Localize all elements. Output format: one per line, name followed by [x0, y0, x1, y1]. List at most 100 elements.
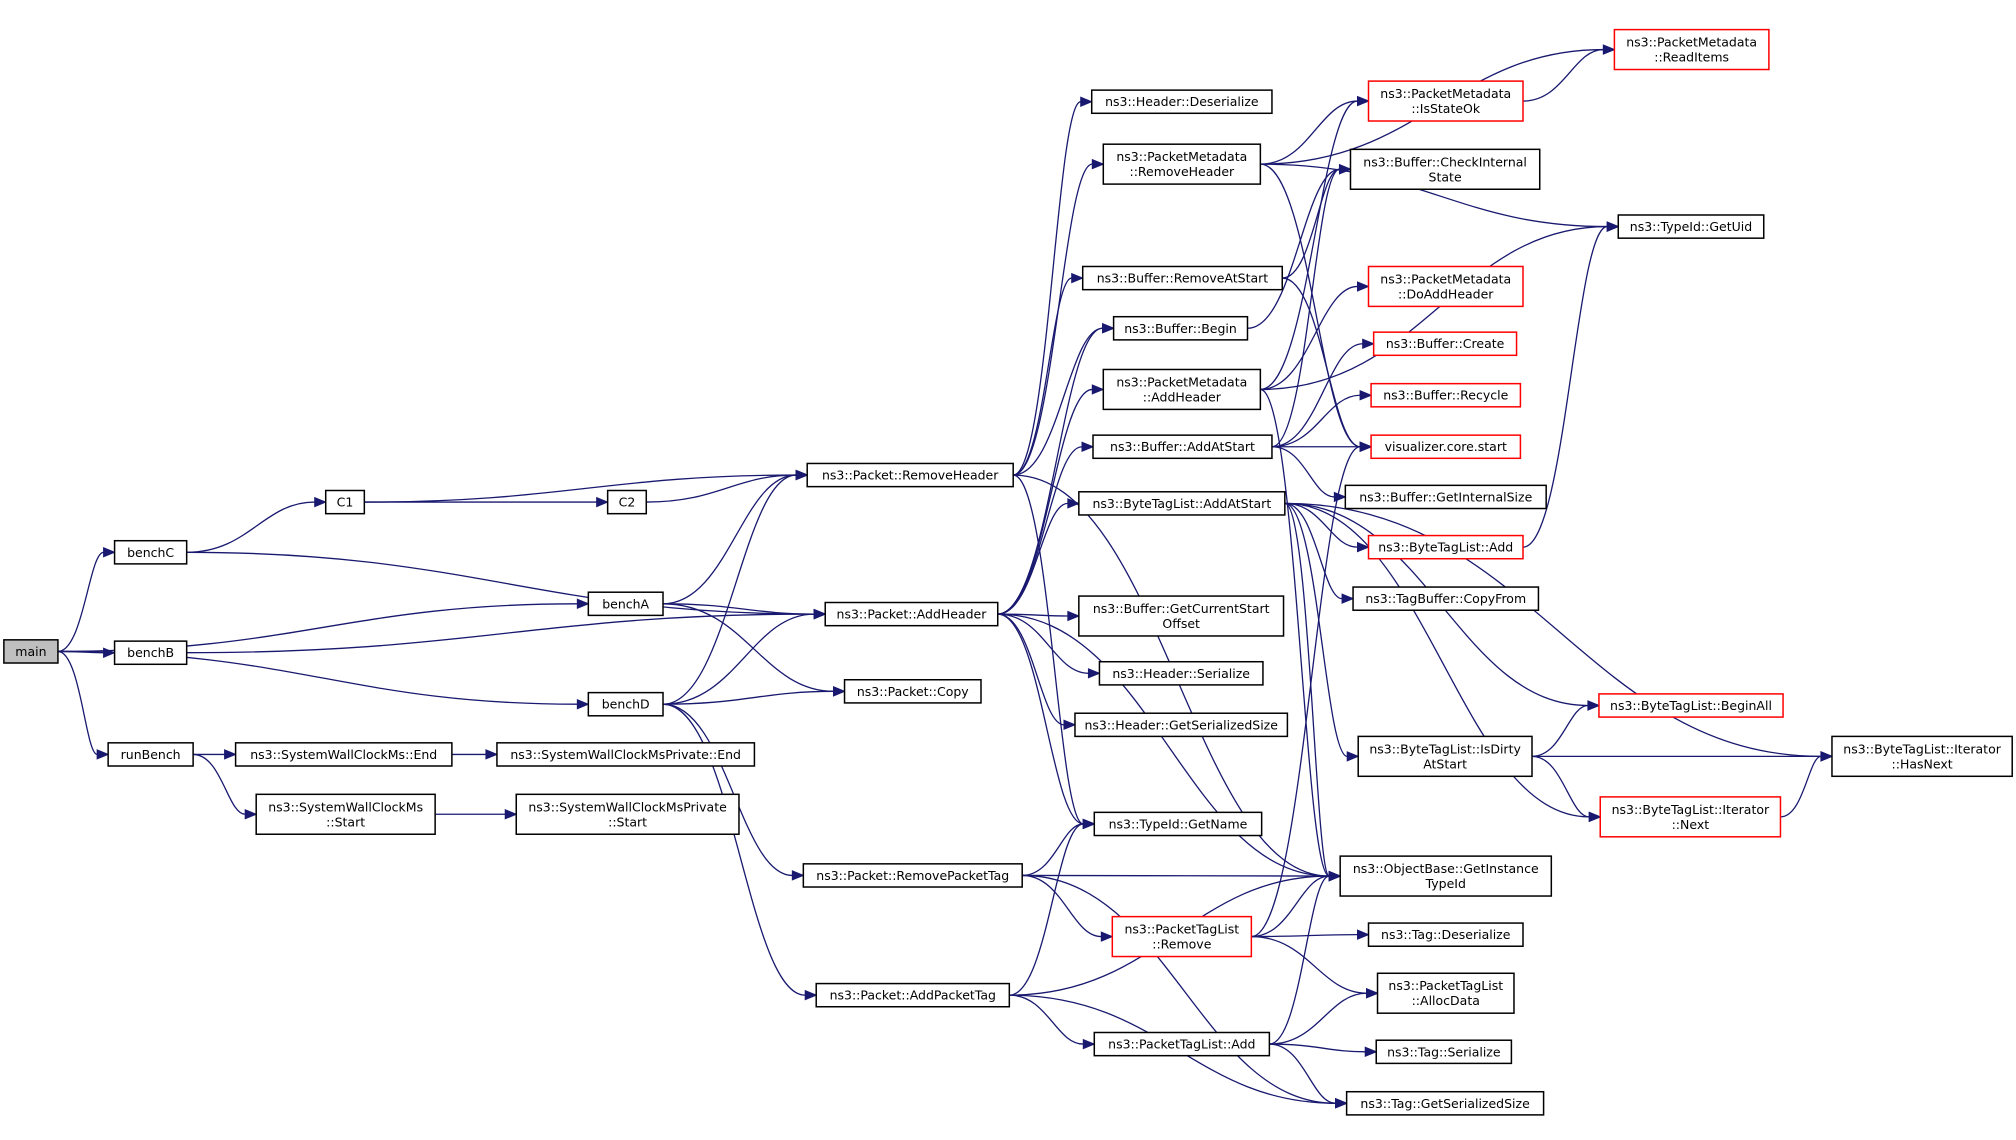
node-box[interactable] [255, 793, 436, 835]
node-swcp-end[interactable]: ns3::SystemWallClockMsPrivate::End [496, 742, 756, 767]
node-buf-create[interactable]: ns3::Buffer::Create [1372, 331, 1518, 357]
node-buf-recycle[interactable]: ns3::Buffer::Recycle [1370, 382, 1522, 408]
node-box[interactable] [1090, 89, 1273, 115]
node-buf-remove-at-start[interactable]: ns3::Buffer::RemoveAtStart [1081, 265, 1284, 291]
node-swc-start[interactable]: ns3::SystemWallClockMs::Start [255, 793, 436, 835]
node-hdr-get-serialized-size[interactable]: ns3::Header::GetSerializedSize [1074, 712, 1289, 738]
node-box[interactable] [1372, 331, 1518, 357]
node-box[interactable] [1339, 855, 1553, 897]
node-box[interactable] [1093, 1031, 1271, 1057]
node-pm-remove-header[interactable]: ns3::PacketMetadata::RemoveHeader [1102, 143, 1262, 185]
node-btl-begin-all[interactable]: ns3::ByteTagList::BeginAll [1598, 693, 1784, 718]
node-box[interactable] [1345, 1090, 1545, 1116]
node-btl-it-next[interactable]: ns3::ByteTagList::Iterator::Next [1599, 796, 1782, 838]
node-pm-read-items[interactable]: ns3::PacketMetadata::ReadItems [1613, 28, 1770, 71]
node-box[interactable] [1367, 265, 1524, 308]
node-box[interactable] [1831, 735, 2013, 778]
node-box[interactable] [1074, 712, 1289, 738]
node-box[interactable] [1375, 1039, 1513, 1065]
node-box[interactable] [1102, 368, 1262, 411]
node-c1[interactable]: C1 [324, 489, 366, 515]
node-box[interactable] [824, 601, 999, 627]
node-box[interactable] [496, 742, 756, 767]
node-box[interactable] [815, 982, 1011, 1008]
node-box[interactable] [587, 691, 664, 717]
node-pkt-add-header[interactable]: ns3::Packet::AddHeader [824, 601, 999, 627]
node-box[interactable] [1352, 586, 1540, 611]
node-box[interactable] [1376, 972, 1515, 1014]
node-box[interactable] [1599, 796, 1782, 838]
node-box[interactable] [843, 678, 982, 704]
node-buf-get-internal-size[interactable]: ns3::Buffer::GetInternalSize [1344, 484, 1547, 510]
node-ptl-add[interactable]: ns3::PacketTagList::Add [1093, 1031, 1271, 1057]
node-bench-d[interactable]: benchD [587, 691, 664, 717]
node-box[interactable] [1617, 214, 1765, 239]
node-pkt-copy[interactable]: ns3::Packet::Copy [843, 678, 982, 704]
node-bench-a[interactable]: benchA [587, 591, 664, 617]
node-swc-end[interactable]: ns3::SystemWallClockMs::End [234, 742, 453, 767]
node-btl-add-at-start[interactable]: ns3::ByteTagList::AddAtStart [1078, 491, 1286, 516]
node-box[interactable] [802, 863, 1023, 888]
node-btl-add[interactable]: ns3::ByteTagList::Add [1367, 534, 1524, 560]
node-box[interactable] [515, 793, 740, 835]
node-run-bench[interactable]: runBench [107, 742, 194, 767]
node-box[interactable] [606, 489, 648, 515]
node-buf-begin[interactable]: ns3::Buffer::Begin [1112, 315, 1249, 341]
node-box[interactable] [806, 462, 1014, 488]
node-box[interactable] [3, 639, 59, 664]
node-box[interactable] [1367, 534, 1524, 560]
node-box[interactable] [234, 742, 453, 767]
node-box[interactable] [1078, 595, 1285, 637]
node-ptl-remove[interactable]: ns3::PacketTagList::Remove [1111, 915, 1253, 958]
node-tag-deserialize[interactable]: ns3::Tag::Deserialize [1367, 922, 1524, 947]
node-box[interactable] [1112, 315, 1249, 341]
node-box[interactable] [1093, 811, 1263, 837]
node-bench-b[interactable]: benchB [113, 640, 188, 666]
node-hdr-serialize[interactable]: ns3::Header::Serialize [1098, 660, 1264, 686]
node-swcp-start[interactable]: ns3::SystemWallClockMsPrivate::Start [515, 793, 740, 835]
node-hdr-deserialize[interactable]: ns3::Header::Deserialize [1090, 89, 1273, 115]
node-tag-get-serialized-size[interactable]: ns3::Tag::GetSerializedSize [1345, 1090, 1545, 1116]
node-pm-do-add-header[interactable]: ns3::PacketMetadata::DoAddHeader [1367, 265, 1524, 308]
node-pm-is-state-ok[interactable]: ns3::PacketMetadata::IsStateOk [1367, 80, 1524, 122]
node-pkt-remove-packet-tag[interactable]: ns3::Packet::RemovePacketTag [802, 863, 1023, 888]
node-tb-copy-from[interactable]: ns3::TagBuffer::CopyFrom [1352, 586, 1540, 611]
node-btl-it-has-next[interactable]: ns3::ByteTagList::Iterator::HasNext [1831, 735, 2013, 778]
node-box[interactable] [1092, 434, 1273, 460]
node-main[interactable]: main [3, 639, 59, 664]
node-box[interactable] [1349, 148, 1541, 190]
node-box[interactable] [113, 640, 188, 666]
node-box[interactable] [1370, 382, 1522, 408]
node-tid-get-name[interactable]: ns3::TypeId::GetName [1093, 811, 1263, 837]
node-tag-serialize[interactable]: ns3::Tag::Serialize [1375, 1039, 1513, 1065]
node-pkt-remove-header[interactable]: ns3::Packet::RemoveHeader [806, 462, 1014, 488]
node-box[interactable] [1613, 28, 1770, 71]
node-box[interactable] [587, 591, 664, 617]
node-box[interactable] [113, 539, 188, 565]
node-box[interactable] [1078, 491, 1286, 516]
node-ptl-alloc-data[interactable]: ns3::PacketTagList::AllocData [1376, 972, 1515, 1014]
node-box[interactable] [1081, 265, 1284, 291]
node-box[interactable] [1098, 660, 1264, 686]
node-pkt-add-packet-tag[interactable]: ns3::Packet::AddPacketTag [815, 982, 1011, 1008]
node-box[interactable] [1370, 434, 1522, 460]
node-box[interactable] [107, 742, 194, 767]
node-viz-start[interactable]: visualizer.core.start [1370, 434, 1522, 460]
node-box[interactable] [1102, 143, 1262, 185]
node-box[interactable] [1598, 693, 1784, 718]
node-box[interactable] [324, 489, 366, 515]
node-buf-add-at-start[interactable]: ns3::Buffer::AddAtStart [1092, 434, 1273, 460]
node-c2[interactable]: C2 [606, 489, 648, 515]
node-pm-add-header[interactable]: ns3::PacketMetadata::AddHeader [1102, 368, 1262, 411]
node-tid-get-uid[interactable]: ns3::TypeId::GetUid [1617, 214, 1765, 239]
node-box[interactable] [1357, 735, 1533, 778]
node-bench-c[interactable]: benchC [113, 539, 188, 565]
node-box[interactable] [1367, 80, 1524, 122]
node-box[interactable] [1111, 915, 1253, 958]
node-box[interactable] [1344, 484, 1547, 510]
node-box[interactable] [1367, 922, 1524, 947]
